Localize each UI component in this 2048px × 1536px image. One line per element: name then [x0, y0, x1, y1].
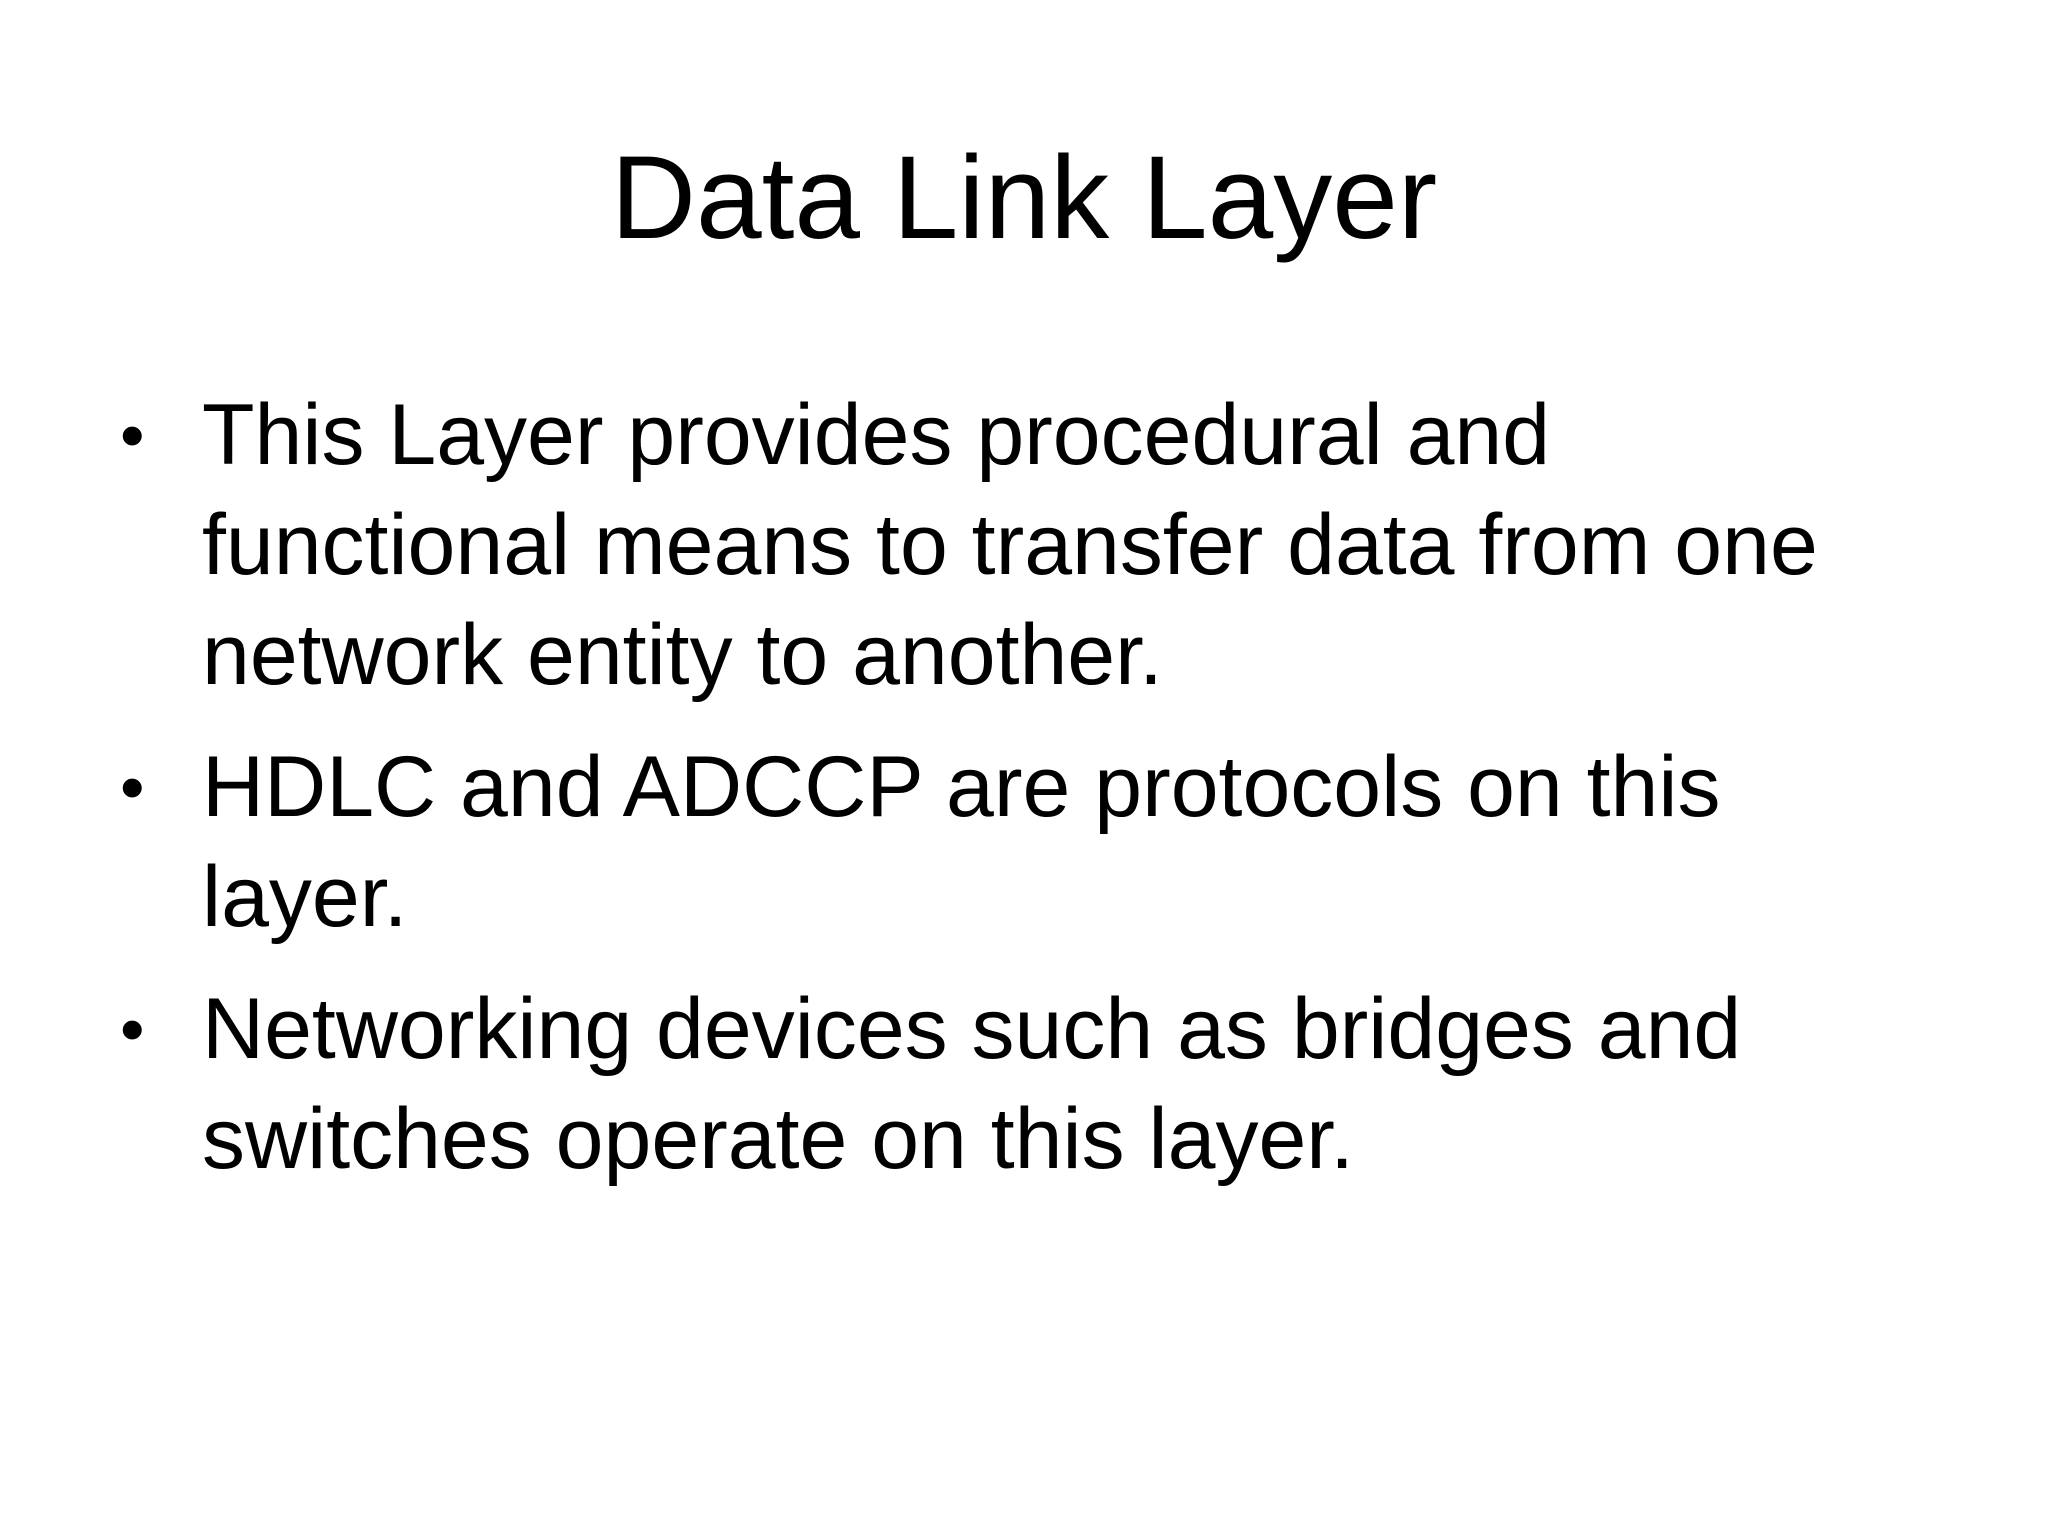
bullet-item: • HDLC and ADCCP are protocols on this l…: [120, 732, 1980, 952]
bullet-line: functional means to transfer data from o…: [202, 497, 1818, 593]
bullet-item: • This Layer provides procedural and fun…: [120, 380, 1980, 710]
bullet-marker: •: [120, 748, 145, 826]
bullet-line: This Layer provides procedural and: [202, 387, 1551, 483]
bullet-line: Networking devices such as bridges and: [202, 981, 1742, 1077]
bullet-line: switches operate on this layer.: [202, 1091, 1355, 1187]
bullet-marker: •: [120, 990, 145, 1068]
bullet-item: • Networking devices such as bridges and…: [120, 974, 1980, 1194]
bullet-list: • This Layer provides procedural and fun…: [120, 380, 1980, 1216]
bullet-line: network entity to another.: [202, 607, 1163, 703]
slide-title: Data Link Layer: [610, 132, 1438, 264]
bullet-line: HDLC and ADCCP are protocols on this: [202, 739, 1721, 835]
bullet-marker: •: [120, 396, 145, 474]
bullet-line: layer.: [202, 849, 408, 945]
